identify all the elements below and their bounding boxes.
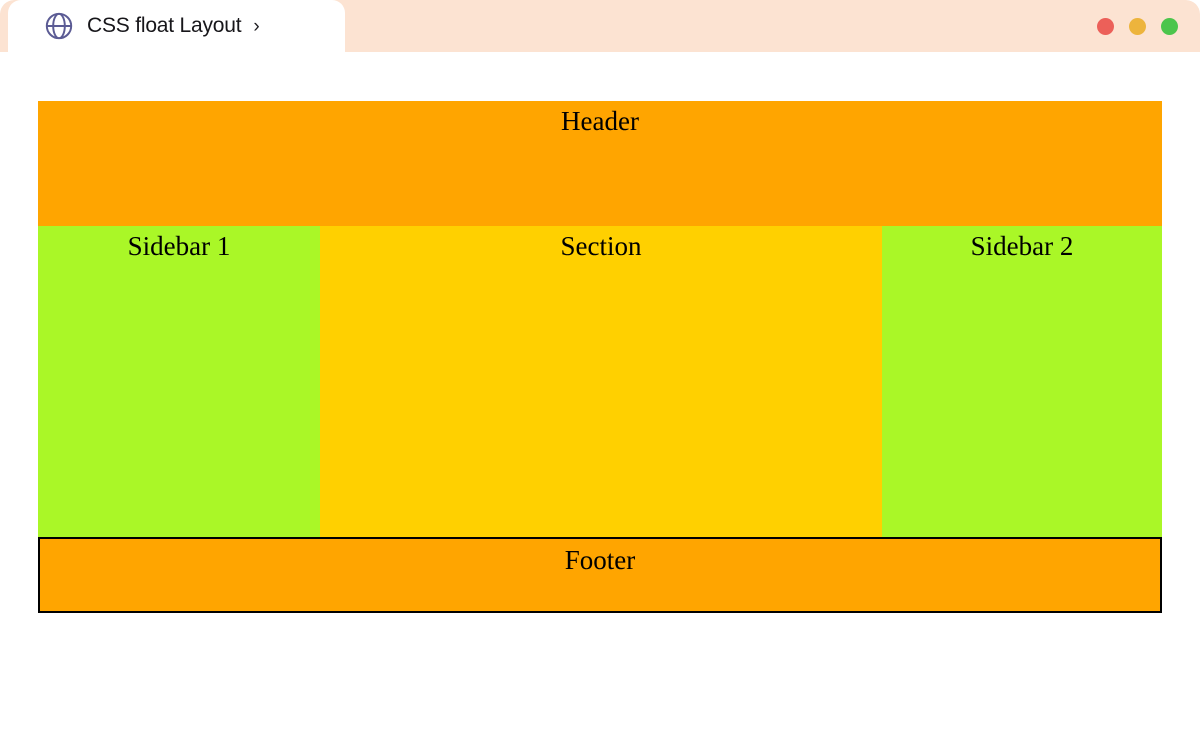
section-label: Section (560, 231, 642, 261)
sidebar-1-label: Sidebar 1 (127, 231, 231, 261)
browser-chrome: CSS float Layout › (0, 0, 1200, 52)
layout-sidebar-1: Sidebar 1 (38, 226, 320, 537)
page-viewport: Header Sidebar 1 Section Sidebar 2 Foote… (0, 52, 1200, 737)
layout-section: Section (320, 226, 882, 537)
sidebar-2-label: Sidebar 2 (970, 231, 1074, 261)
footer-label: Footer (564, 545, 636, 575)
chevron-right-icon[interactable]: › (253, 15, 260, 37)
layout-columns: Sidebar 1 Section Sidebar 2 (38, 226, 1162, 537)
browser-tab[interactable]: CSS float Layout › (8, 0, 345, 52)
layout-footer: Footer (38, 537, 1162, 613)
header-label: Header (561, 106, 639, 136)
maximize-button[interactable] (1161, 17, 1178, 35)
close-button[interactable] (1097, 17, 1114, 35)
tab-title: CSS float Layout (87, 14, 242, 37)
window-controls (1097, 0, 1178, 52)
minimize-button[interactable] (1129, 17, 1146, 35)
float-layout-demo: Header Sidebar 1 Section Sidebar 2 Foote… (38, 101, 1162, 613)
layout-header: Header (38, 101, 1162, 226)
globe-icon (44, 11, 74, 41)
layout-sidebar-2: Sidebar 2 (882, 226, 1162, 537)
